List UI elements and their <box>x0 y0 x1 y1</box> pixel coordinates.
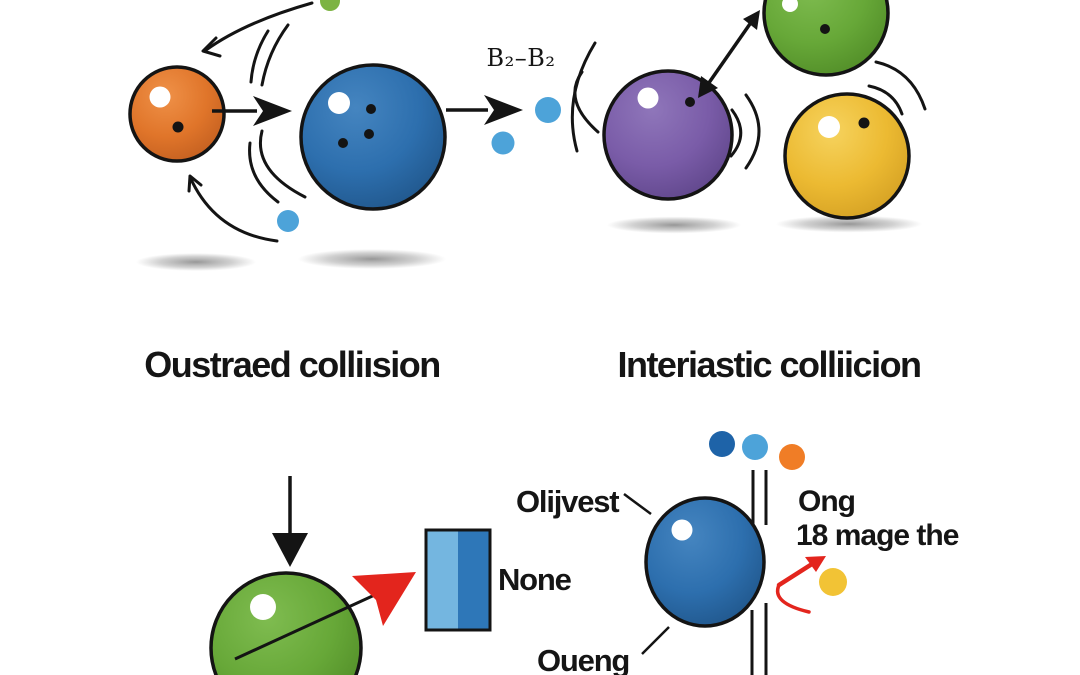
vibration-arc <box>260 23 290 87</box>
down-arrow <box>272 476 308 567</box>
highlight <box>671 519 693 541</box>
highlight <box>149 86 171 108</box>
bottom-pointer-line <box>641 626 670 655</box>
formula-label: B₂–B₂ <box>486 44 555 72</box>
blue-particle <box>491 131 515 155</box>
wall-block <box>424 528 492 632</box>
orange-ball <box>128 65 226 163</box>
purple-ball <box>602 69 734 201</box>
orange-ball-shadow <box>136 253 256 271</box>
purple-ball-shadow <box>607 216 741 234</box>
dot <box>858 117 870 129</box>
highlight <box>782 0 798 12</box>
vibration-arc <box>249 29 270 84</box>
dot <box>820 24 830 34</box>
blue-ball <box>299 63 447 211</box>
green-ball-bottom <box>209 571 363 675</box>
top-pointer-line <box>623 492 652 516</box>
blue-ball-shadow <box>298 249 446 269</box>
yellow-ball <box>783 92 911 220</box>
dot <box>172 121 184 133</box>
green-ball-top <box>762 0 890 77</box>
light-blue-particle <box>742 434 768 460</box>
blue-particle <box>277 210 299 232</box>
wall-label: None <box>498 562 572 597</box>
curved-arrow-bottom-head <box>187 174 203 193</box>
curved-arrow-top-head <box>201 36 222 58</box>
caption-right: Interiastic colliicion <box>617 344 920 385</box>
blue-ball-bottom <box>644 496 766 628</box>
impact-arrow-middle <box>446 95 523 125</box>
orange-particle <box>779 444 805 470</box>
vibration-arc <box>259 129 307 199</box>
highlight <box>328 92 350 114</box>
highlight <box>818 116 840 138</box>
double-arrow <box>698 10 760 98</box>
blue-particle <box>535 97 561 123</box>
yellow-particle <box>819 568 847 596</box>
vibration-arc <box>729 108 743 158</box>
vibration-arc <box>867 84 904 116</box>
yellow-ball-shadow <box>776 215 922 233</box>
dot <box>366 104 376 114</box>
highlight <box>250 594 276 620</box>
curved-arrow-top <box>204 1 314 52</box>
vibration-arc <box>573 70 600 134</box>
vibration-arc <box>874 60 927 111</box>
impact-arrow-left <box>212 96 292 126</box>
elastic-collision-scene: B₂–B₂ <box>128 0 561 271</box>
highlight <box>637 87 659 109</box>
trajectory-line <box>234 591 380 661</box>
dot <box>364 129 374 139</box>
dot <box>685 97 695 107</box>
wall-bounce-scene: None <box>209 476 573 675</box>
bottom-pointer-label: Oueng <box>537 643 629 675</box>
top-pointer-label: Olijvest <box>516 484 619 519</box>
dot <box>338 138 348 148</box>
green-particle <box>320 0 340 11</box>
red-arrow <box>352 572 416 626</box>
dark-blue-particle <box>709 431 735 457</box>
vibration-arc <box>744 93 761 170</box>
curved-arrow-bottom <box>188 175 279 243</box>
vibration-arc <box>248 141 280 204</box>
note-line2: 18 mage the <box>796 519 959 552</box>
red-bounce-arrow <box>775 556 826 614</box>
annotated-ball-scene: Olijvest Ong 18 mage the Oueng <box>516 431 960 675</box>
note-line1: Ong <box>798 485 855 518</box>
inelastic-collision-scene <box>570 0 927 234</box>
caption-left: Oustraed colliısion <box>144 344 440 385</box>
